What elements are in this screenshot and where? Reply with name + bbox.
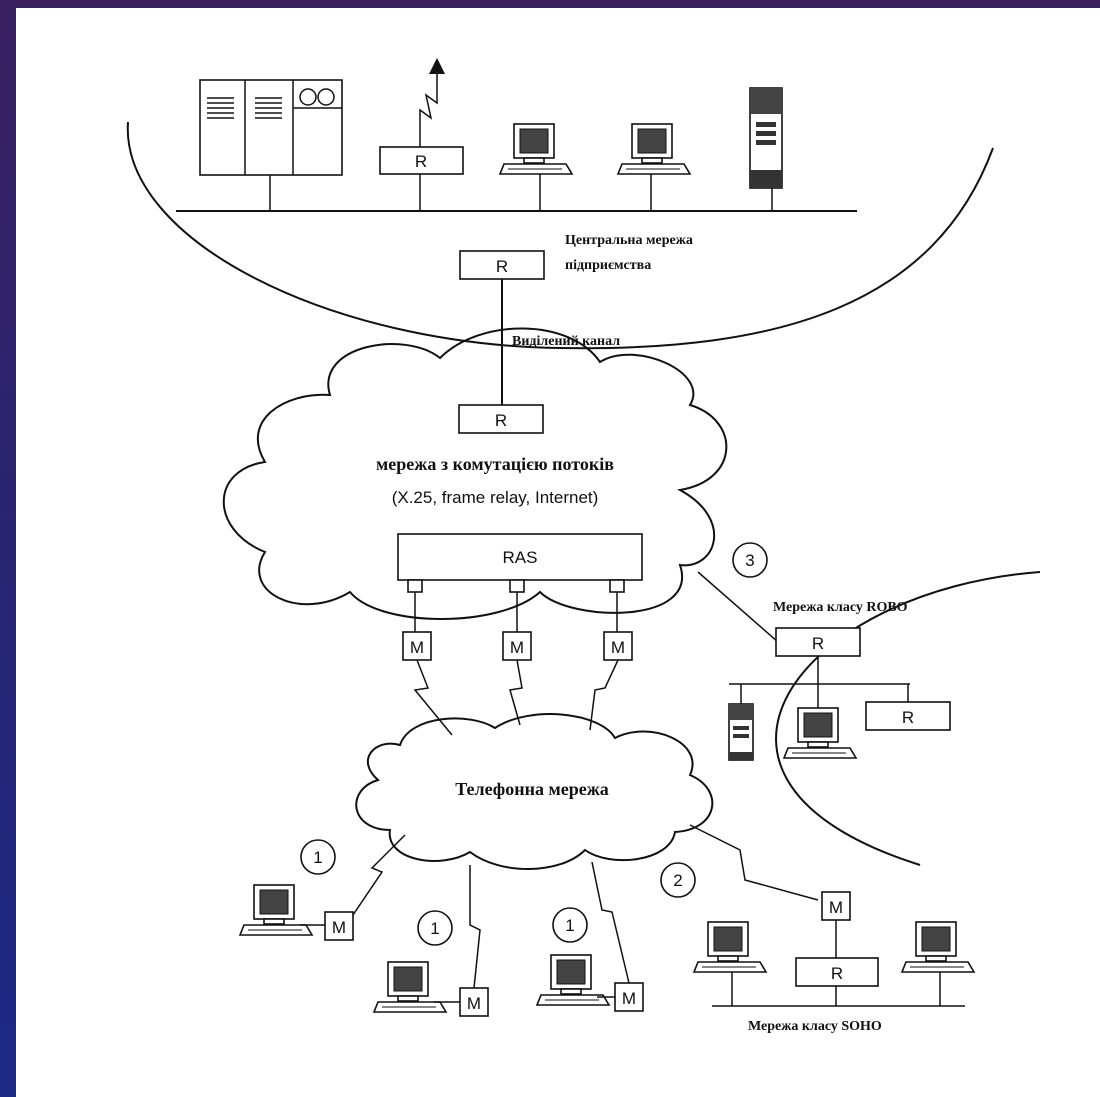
svg-text:1: 1	[565, 916, 574, 935]
remote-modem: M	[459, 987, 489, 1017]
svg-text:R: R	[812, 634, 824, 653]
robo-network-boundary	[775, 571, 1041, 866]
svg-text:M: M	[332, 918, 346, 937]
ras-box: RAS	[397, 533, 643, 593]
svg-text:M: M	[622, 989, 636, 1008]
isp-router: R	[458, 404, 544, 434]
svg-text:R: R	[496, 257, 508, 276]
svg-text:R: R	[415, 152, 427, 171]
workstation-icon	[617, 123, 691, 175]
soho-workstation-icon	[901, 921, 975, 973]
central-network-label: Центральна мережа	[565, 233, 693, 248]
central-network-label-line2: підприємства	[565, 258, 651, 273]
marker-1: 1	[552, 907, 588, 943]
robo-server-icon	[728, 703, 754, 761]
svg-text:1: 1	[313, 848, 322, 867]
robo-network-label: Мережа класу ROBO	[773, 600, 908, 615]
marker-1: 1	[300, 839, 336, 875]
server-tower-icon	[749, 87, 783, 189]
robo-workstation-icon	[783, 707, 857, 759]
switched-network-subtitle: (X.25, frame relay, Internet)	[392, 488, 599, 507]
robo-router: R	[775, 627, 861, 657]
svg-text:M: M	[611, 638, 625, 657]
phone-network-label: Телефонна мережа	[455, 779, 609, 799]
svg-text:R: R	[831, 964, 843, 983]
remote-modem: M	[614, 982, 644, 1012]
marker-1: 1	[417, 910, 453, 946]
svg-text:R: R	[902, 708, 914, 727]
antenna-router: R	[379, 58, 464, 175]
remote-workstation-icon	[373, 961, 447, 1013]
svg-text:3: 3	[745, 551, 754, 570]
switched-network-cloud	[222, 327, 728, 620]
remote-workstation-icon	[239, 884, 313, 936]
switched-network-title: мережа з комутацією потоків	[376, 454, 614, 474]
marker-3: 3	[732, 542, 768, 578]
soho-network-label: Мережа класу SOHO	[748, 1019, 882, 1034]
soho-link	[689, 824, 819, 901]
soho-workstation-icon	[693, 921, 767, 973]
central-network-boundary	[126, 121, 994, 350]
svg-text:M: M	[510, 638, 524, 657]
ras-modem-2: M	[502, 631, 532, 661]
svg-text:1: 1	[430, 919, 439, 938]
phone-network-cloud	[355, 713, 714, 870]
workstation-icon	[499, 123, 573, 175]
central-router: R	[459, 250, 545, 280]
ras-modem-1: M	[402, 631, 432, 661]
robo-link	[697, 571, 779, 643]
soho-modem: M	[821, 891, 851, 921]
svg-text:RAS: RAS	[503, 548, 538, 567]
remote-modem: M	[324, 911, 354, 941]
robo-secondary-router: R	[865, 701, 951, 731]
marker-2: 2	[660, 862, 696, 898]
svg-text:M: M	[467, 994, 481, 1013]
svg-text:2: 2	[673, 871, 682, 890]
ras-modem-3: M	[603, 631, 633, 661]
mainframe-icon	[199, 79, 343, 176]
dedicated-channel-label: Виділений канал	[512, 334, 620, 349]
svg-text:M: M	[410, 638, 424, 657]
svg-text:R: R	[495, 411, 507, 430]
svg-text:M: M	[829, 898, 843, 917]
soho-router: R	[795, 957, 879, 987]
